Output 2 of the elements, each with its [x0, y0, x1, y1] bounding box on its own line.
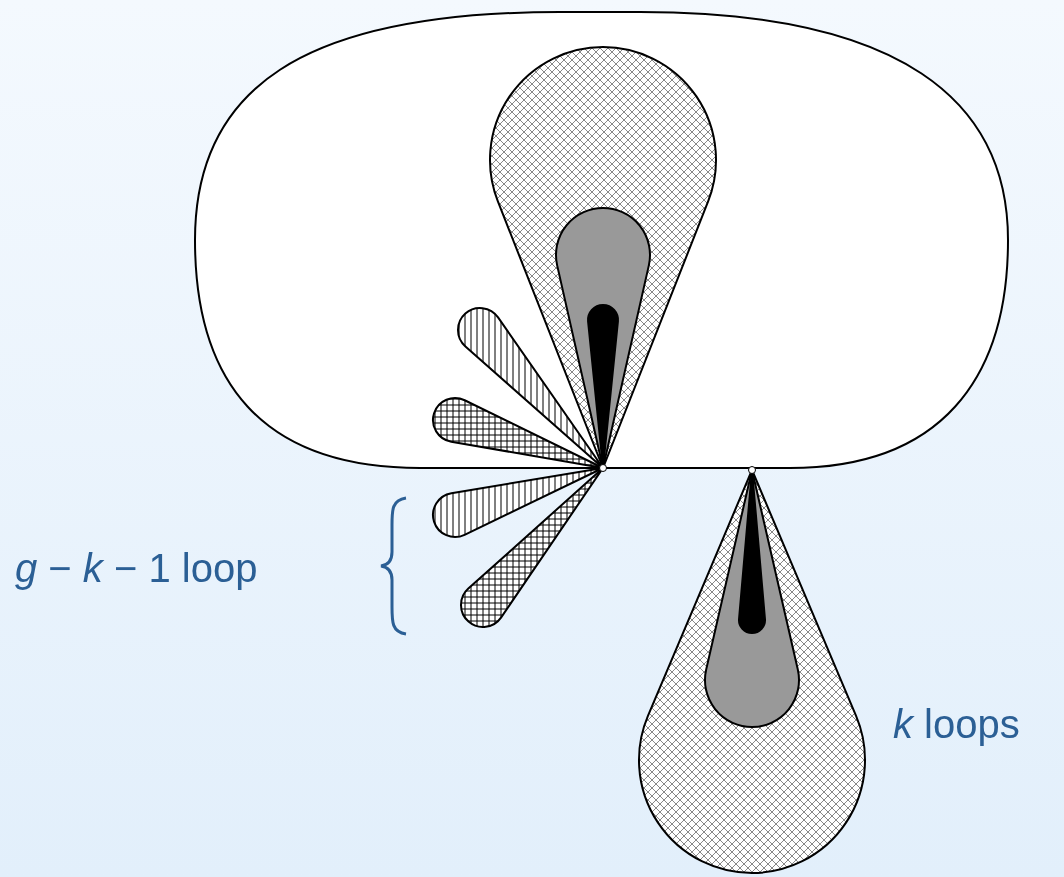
math-label: k loops	[893, 704, 1020, 744]
math-label: g − k − 1 loop	[15, 548, 258, 588]
